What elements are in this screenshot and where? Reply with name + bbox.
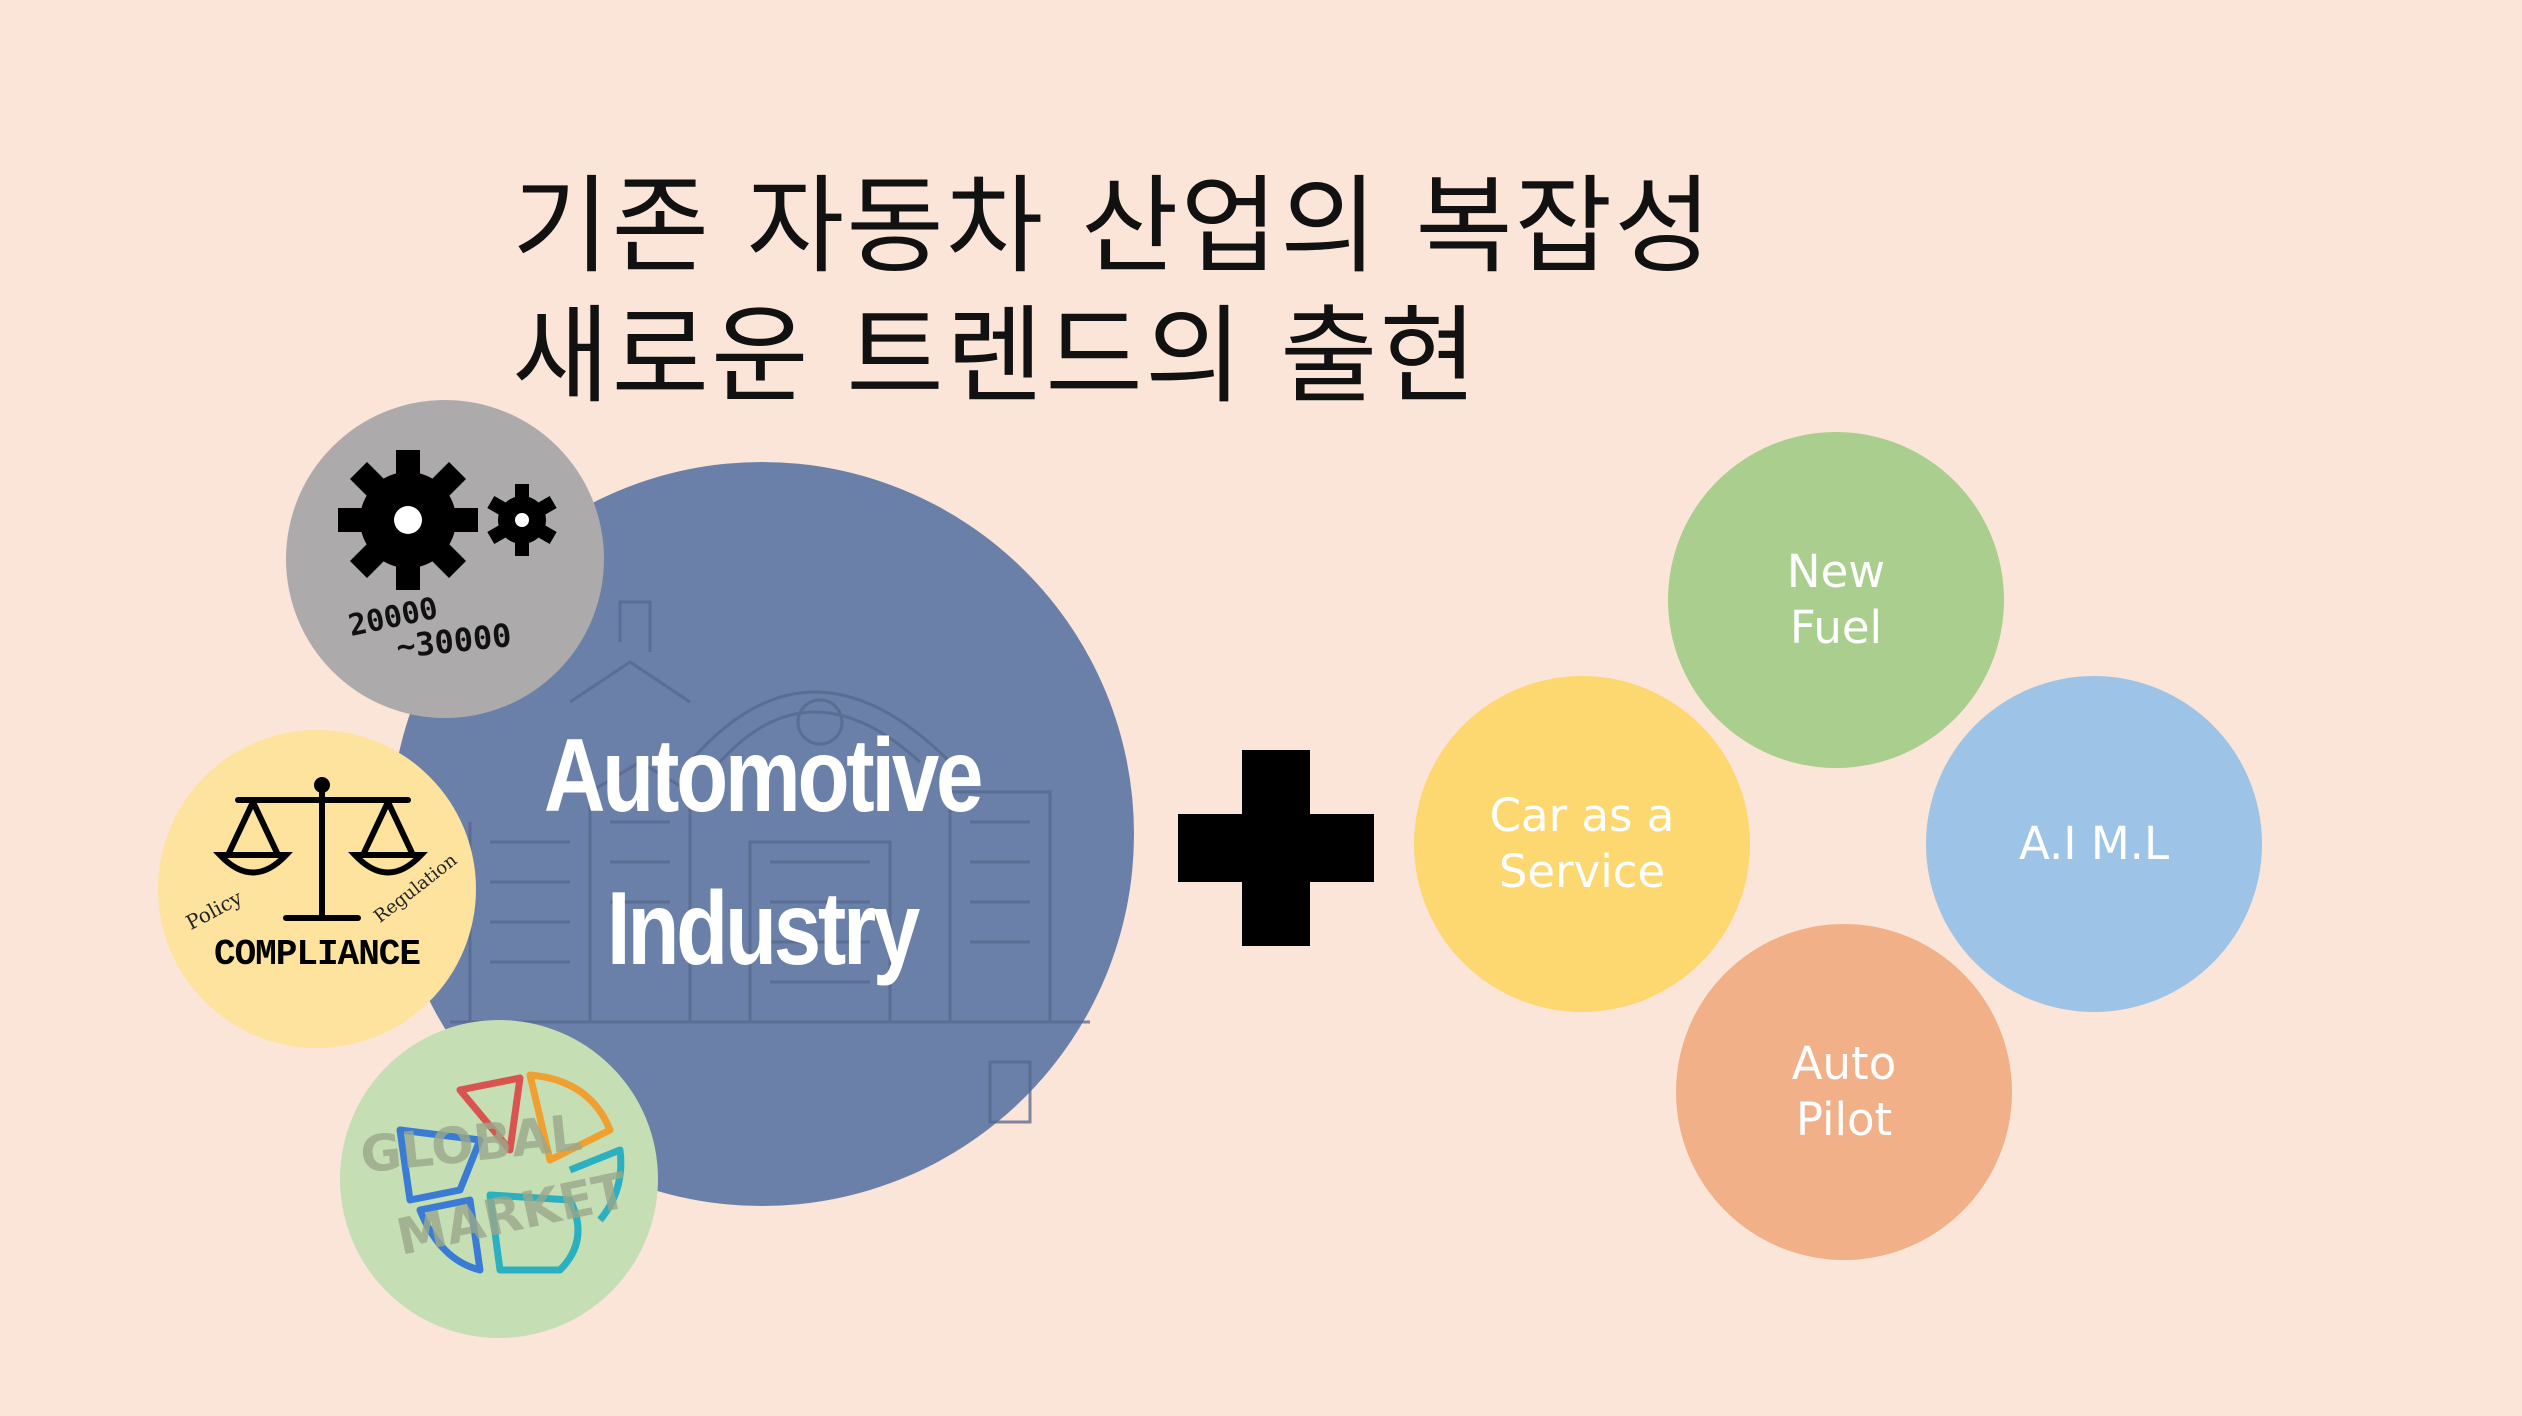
auto-pilot-line-1: Auto: [1791, 1037, 1897, 1090]
new-fuel-line-2: Fuel: [1789, 601, 1883, 654]
pie-sketch-icon: [396, 1071, 625, 1274]
global-market-badge: GLOBAL MARKET: [340, 1020, 658, 1338]
trend-circle-ai-ml: A.I M.L: [1926, 676, 2262, 1012]
plus-icon: [1178, 750, 1374, 946]
page-title: 기존 자동차 산업의 복잡성 새로운 트렌드의 출현: [512, 162, 1714, 422]
core-label-line-2: Industry: [606, 871, 920, 987]
parts-count-badge: 20000 ~30000: [286, 400, 604, 718]
car-as-a-service-line-1: Car as a: [1489, 789, 1675, 842]
factory-sketch-icon: [450, 600, 1090, 1124]
scales-icon: [213, 777, 428, 921]
trend-circle-car-as-a-service: Car as a Service: [1414, 676, 1750, 1012]
trend-circle-new-fuel: New Fuel: [1668, 432, 2004, 768]
compliance-label: COMPLIANCE: [213, 934, 421, 975]
gears-icon: [338, 450, 557, 590]
new-fuel-line-1: New: [1786, 545, 1886, 598]
trend-circle-auto-pilot: Auto Pilot: [1676, 924, 2012, 1260]
title-line-1: 기존 자동차 산업의 복잡성: [512, 165, 1714, 288]
ai-ml-label: A.I M.L: [2018, 817, 2170, 870]
auto-pilot-line-2: Pilot: [1795, 1093, 1893, 1146]
core-label-line-1: Automotive: [543, 718, 984, 834]
title-line-2: 새로운 트렌드의 출현: [512, 295, 1480, 418]
car-as-a-service-line-2: Service: [1498, 845, 1666, 898]
compliance-badge: COMPLIANCE Policy Regulation: [158, 730, 476, 1048]
